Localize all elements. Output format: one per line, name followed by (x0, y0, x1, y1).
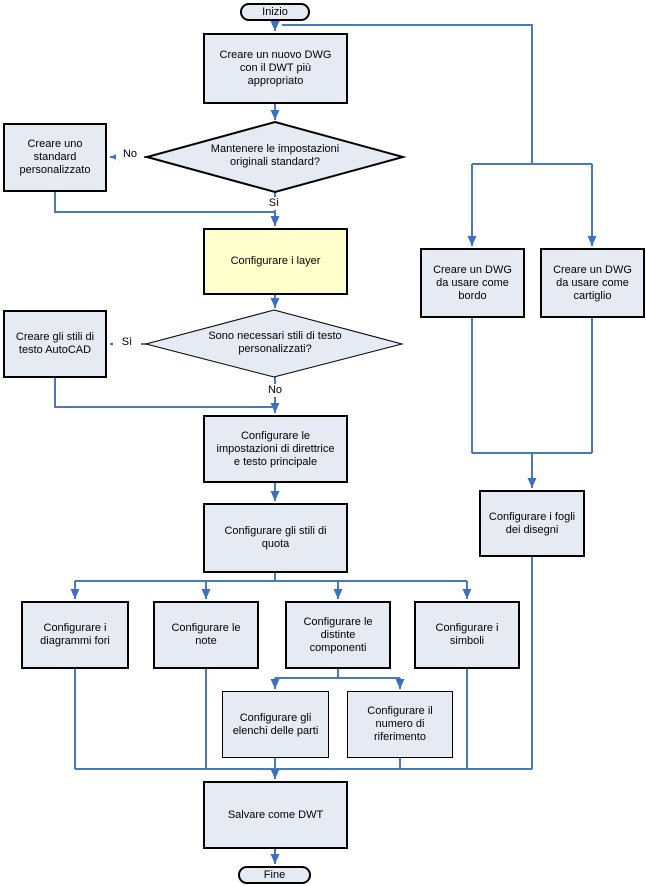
process-fogli-disegni: Configurare i fogli dei disegni (479, 490, 585, 557)
edge-standard-rejoin (54, 192, 274, 213)
process-salvare-dwt: Salvare come DWT (203, 781, 348, 849)
process-diagrammi-fori: Configurare i diagrammi fori (21, 601, 129, 669)
process-elenchi-parti: Configurare gli elenchi delle parti (222, 691, 329, 758)
decision-stili-testo-shape (144, 309, 404, 378)
terminator-inizio: Inizio (240, 3, 310, 21)
process-stili-quota: Configurare gli stili di quota (203, 503, 348, 573)
process-stili-testo-autocad: Creare gli stili di testo AutoCAD (3, 310, 107, 378)
edge-top-right-feed (282, 24, 533, 164)
process-dwg-cartiglio: Creare un DWG da usare come cartiglio (540, 248, 645, 318)
process-simboli: Configurare i simboli (414, 601, 520, 669)
process-numero-riferimento: Configurare il numero di riferimento (347, 691, 453, 758)
edge-label-si-2: Sì (113, 336, 141, 349)
decision-impostazioni-label: Mantenere le impostazioni originali stan… (210, 143, 340, 168)
edge-label-no-2: No (261, 384, 289, 397)
process-distinte-componenti: Configurare le distinte componenti (285, 601, 391, 669)
process-nuovo-dwg: Creare un nuovo DWG con il DWT più appro… (203, 33, 348, 104)
process-configurare-layer: Configurare i layer (203, 228, 348, 295)
terminator-fine: Fine (238, 866, 311, 884)
process-note: Configurare le note (153, 601, 259, 669)
process-standard-personalizzato: Creare uno standard personalizzato (3, 123, 107, 192)
process-dwg-bordo: Creare un DWG da usare come bordo (420, 248, 525, 318)
decision-stili-testo-label: Sono necessari stili di testo personaliz… (208, 330, 342, 355)
edge-autocad-rejoin (54, 378, 274, 408)
process-direttrice-testo: Configurare le impostazioni di direttric… (203, 415, 348, 483)
edge-label-no-1: No (116, 148, 144, 161)
decision-impostazioni-shape (143, 120, 407, 194)
edge-label-si-1: Sì (260, 197, 288, 210)
